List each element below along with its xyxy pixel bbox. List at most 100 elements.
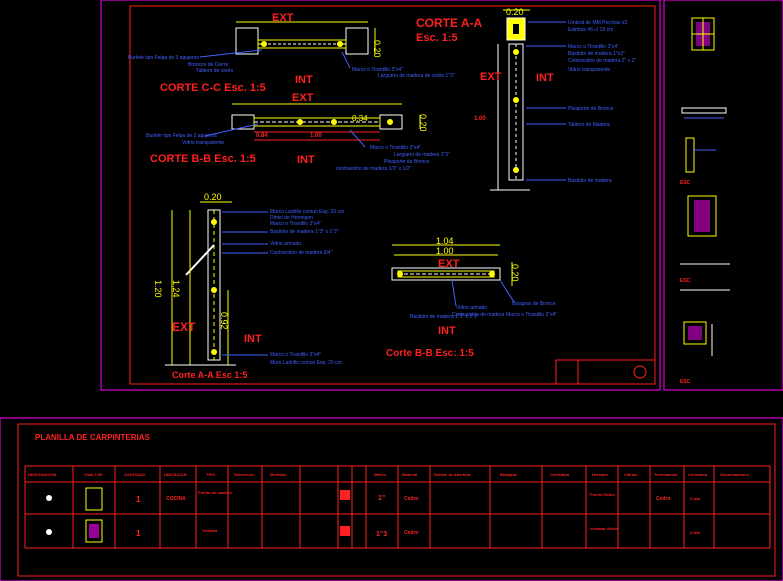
corte-aa-left-int: INT: [244, 333, 262, 345]
corte-aa-left-note-7: Marco o Tirantillo 3"x4": [270, 352, 321, 358]
corte-aa-left-title: Corte A-A Esc 1:5: [172, 370, 247, 380]
header-detalle: Detalle de Abertura: [434, 472, 471, 477]
corte-cc-note-5: Larguero de madera de cedro 1"3": [378, 73, 455, 79]
header-bisagras: Bisagras: [500, 472, 518, 477]
corte-aa-top-note-9: Bastidor de madera: [568, 178, 612, 184]
corte-aa-top-note-8: Tablero de Madera: [568, 122, 610, 128]
header-cerradura-2: Cerradura: [688, 472, 708, 477]
corte-aa-top-dim: 0.20: [506, 7, 524, 17]
svg-text:ESC: ESC: [680, 278, 691, 284]
row1-vidrio: Puerta Vidrio: [590, 492, 615, 497]
svg-text:1.00: 1.00: [474, 116, 486, 122]
row2-vidrio: Ventana Vidrio: [590, 526, 618, 531]
corte-cc-note-2: Bronces de Cierre: [188, 62, 229, 68]
corte-bb-right-int: INT: [438, 325, 456, 337]
corte-aa-top-ext: EXT: [480, 71, 502, 83]
header-vista: Vista 1:50: [84, 472, 103, 477]
corte-bb-note-5: Pleaporte de Bronce: [384, 159, 430, 165]
corte-aa-left-dim-4: 0.92: [219, 312, 229, 330]
corte-bb-right-title: Corte B-B Esc: 1:5: [386, 348, 474, 359]
corte-cc-note-3: Tablero de cedro: [196, 68, 233, 74]
row2-tipo: Ventana: [202, 528, 218, 533]
corte-aa-left-note-5: Vidrio armado: [270, 241, 301, 247]
corte-bb-ext-label: EXT: [292, 92, 314, 104]
corte-bb-dim-3: 0.84: [256, 133, 268, 139]
side-details-frame: [663, 0, 783, 391]
corte-aa-top-note-1: Umbral de MM Perchas x3: [568, 20, 627, 26]
corte-bb-right-note-5: Bisagras de Bronce: [512, 301, 556, 307]
row2-obs: S.otd.: [690, 530, 701, 535]
row2-material: Cedro: [404, 530, 418, 536]
corte-aa-top-section: 0.20 CORTE A-A Esc. 1:5 EXT INT 1.00 Umb…: [416, 7, 636, 191]
corte-aa-top-note-3: Marco o Tirantillo 3"x4": [568, 44, 619, 50]
header-ubicacion: UBICACION: [164, 472, 187, 477]
corte-aa-top-note-2: Estribos #6 c/ 15 cm: [568, 27, 613, 33]
row2-symbol: [46, 529, 52, 535]
corte-aa-left-note-3: Marco o Tirantillo 3"x4": [270, 221, 321, 227]
sheet-frame: [100, 0, 661, 391]
corte-cc-dim: 0.20: [372, 40, 382, 58]
corte-bb-right-dim-3: 0.20: [510, 264, 520, 282]
corte-aa-left-section: 0.20 1.20 1.24 0.92 EXT INT Corte A-A Es…: [153, 192, 344, 380]
row1-terminacion: Cedro: [656, 496, 670, 502]
svg-text:ESC: ESC: [680, 379, 691, 385]
row2-marco: 1"3: [376, 531, 387, 538]
corte-aa-left-note-1: Marco Ladrillo comun Esp. 20 cm: [270, 209, 344, 215]
row1-symbol: [46, 495, 52, 501]
corte-bb-right-note-2: Contravidrio de madera: [452, 312, 504, 318]
svg-text:ESC: ESC: [680, 180, 691, 186]
corte-aa-left-note-6: Contravidrio de madera 3/4": [270, 250, 333, 256]
corte-bb-note-3: Marco o Tirantillo 3"x4": [370, 145, 421, 151]
schedule-title: PLANILLA DE CARPINTERIAS: [35, 433, 150, 442]
corte-bb-right-note-3: Bastidor de madera 1"3" x 1"3": [410, 314, 479, 320]
corte-bb-dim-1: 0.20: [418, 114, 428, 132]
corte-cc-note-1: Burlete tipo Felpa de 3 agujeros: [128, 55, 199, 61]
header-medidas: Medidas: [270, 472, 287, 477]
header-cerradura: Cerradura: [550, 472, 570, 477]
corte-bb-right-dim-2: 1.00: [436, 246, 454, 256]
corte-bb-note-4: Larguero de madera 1"3": [394, 152, 450, 158]
row1-marco: 1": [378, 495, 385, 502]
header-cantidad: CANTIDAD: [124, 472, 145, 477]
corte-bb-right-ext: EXT: [438, 258, 460, 270]
header-tipo: TIPO: [206, 472, 215, 477]
corte-aa-top-int: INT: [536, 72, 554, 84]
corte-bb-dim-2: 0.34: [352, 114, 368, 123]
row1-obs: S.otd.: [690, 496, 701, 501]
corte-bb-section: EXT INT 0.20 0.34 0.84 1.00 CORTE B-B Es…: [146, 92, 450, 172]
carpentry-schedule: PLANILLA DE CARPINTERIAS DESIGNACION Vis…: [0, 417, 783, 581]
header-terminacion: Terminacion: [654, 472, 678, 477]
corte-bb-title: CORTE B-B Esc. 1:5: [150, 153, 256, 165]
title-block: [555, 359, 656, 385]
corte-aa-left-note-8: Muro Ladrillo comun Esp. 20 cm: [270, 360, 342, 366]
corte-aa-left-note-2: Dintel de Hormigon: [270, 215, 313, 221]
corte-aa-top-title: CORTE A-A: [416, 16, 483, 30]
row1-material: Cedro: [404, 496, 418, 502]
corte-cc-section: EXT INT 0.20 CORTE C-C Esc. 1:5 Burlete …: [128, 12, 455, 94]
side-detail-thumbnails: ESC ESC ESC: [680, 17, 730, 385]
corte-bb-note-1: Burlete tipo Felpa de 3 agujeros: [146, 133, 217, 139]
header-marco: Marco: [374, 472, 386, 477]
corte-aa-top-note-4: Bastidor de madera 1"x3": [568, 51, 625, 57]
header-observaciones: Observaciones: [720, 472, 749, 477]
header-herrajes: Herrajes: [592, 472, 609, 477]
corte-aa-left-dim-2: 1.20: [153, 280, 163, 298]
row1-qty: 1: [136, 495, 141, 504]
corte-bb-right-note-1: Vidrio armado: [456, 305, 487, 311]
corte-bb-dim-4: 1.00: [310, 133, 322, 139]
corte-bb-int-label: INT: [297, 154, 315, 166]
corte-cc-int-label: INT: [295, 74, 313, 86]
row1-tipo: Puerta de madera: [198, 490, 232, 495]
corte-bb-right-section: 1.04 1.00 0.20 EXT INT Corte B-B Esc: 1:…: [386, 236, 557, 359]
corte-aa-left-note-4: Bastidor de madera 1"3" x 1"3": [270, 229, 339, 235]
corte-aa-top-note-6: Vidrio transparente: [568, 67, 610, 73]
header-vidrios: Vidrios: [624, 472, 638, 477]
corte-bb-right-dim-1: 1.04: [436, 236, 454, 246]
row1-ubicacion: COCINA: [166, 496, 186, 502]
corte-cc-ext-label: EXT: [272, 12, 294, 24]
corte-aa-top-note-5: Contravidrio de madera 2" x 2": [568, 58, 636, 64]
corte-bb-right-note-4: Marco o Tirantillo 3"x4": [506, 312, 557, 318]
corte-cc-title: CORTE C-C Esc. 1:5: [160, 82, 266, 94]
corte-aa-left-ext: EXT: [172, 320, 196, 334]
